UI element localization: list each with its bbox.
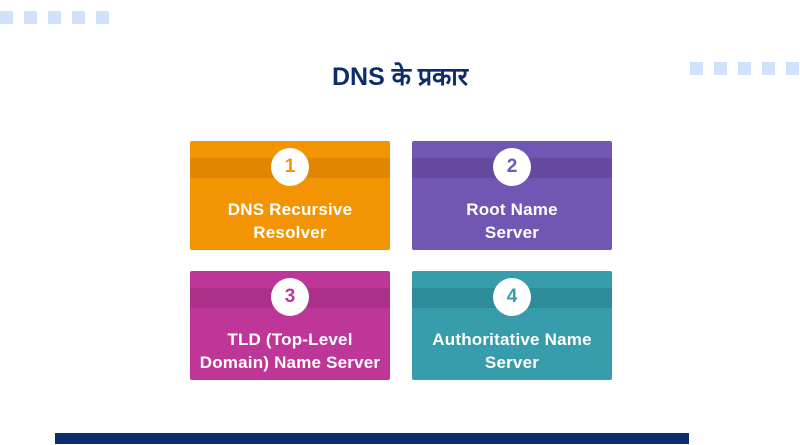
decor-square [714, 62, 727, 75]
cards-grid: 1 DNS Recursive Resolver 2 Root Name Ser… [190, 141, 612, 380]
card-label-line: Server [484, 353, 540, 372]
card-label: DNS Recursive Resolver [198, 198, 382, 244]
card-label-line: Authoritative Name [432, 330, 592, 349]
card-label-line: DNS Recursive [227, 200, 353, 219]
card-number: 4 [506, 286, 518, 307]
decor-square [24, 11, 37, 24]
card-label-line: Resolver [253, 223, 327, 242]
decor-square [738, 62, 751, 75]
decor-square [762, 62, 775, 75]
decor-square [690, 62, 703, 75]
card-number: 3 [284, 286, 296, 307]
card-label-line: TLD (Top-Level [227, 330, 353, 349]
decor-square [786, 62, 799, 75]
decor-square [48, 11, 61, 24]
card-number-badge: 4 [493, 278, 531, 316]
card-label-line: Domain) Name Server [199, 353, 381, 372]
decor-squares-top-left [0, 11, 109, 24]
card-label-line: Server [484, 223, 540, 242]
bottom-bar [55, 433, 689, 444]
card-root-name-server: 2 Root Name Server [412, 141, 612, 250]
decor-square [96, 11, 109, 24]
card-number: 2 [506, 156, 518, 177]
card-label-line: Root Name [466, 200, 558, 219]
card-tld-name-server: 3 TLD (Top-Level Domain) Name Server [190, 271, 390, 380]
card-dns-recursive-resolver: 1 DNS Recursive Resolver [190, 141, 390, 250]
page-title: DNS के प्रकार [331, 63, 468, 91]
card-label: TLD (Top-Level Domain) Name Server [198, 328, 382, 374]
card-label: Authoritative Name Server [420, 328, 604, 374]
decor-square [0, 11, 13, 24]
card-label: Root Name Server [420, 198, 604, 244]
decor-square [72, 11, 85, 24]
card-number-badge: 3 [271, 278, 309, 316]
card-number: 1 [284, 156, 296, 177]
card-number-badge: 1 [271, 148, 309, 186]
card-number-badge: 2 [493, 148, 531, 186]
decor-squares-right [690, 62, 799, 75]
card-authoritative-name-server: 4 Authoritative Name Server [412, 271, 612, 380]
